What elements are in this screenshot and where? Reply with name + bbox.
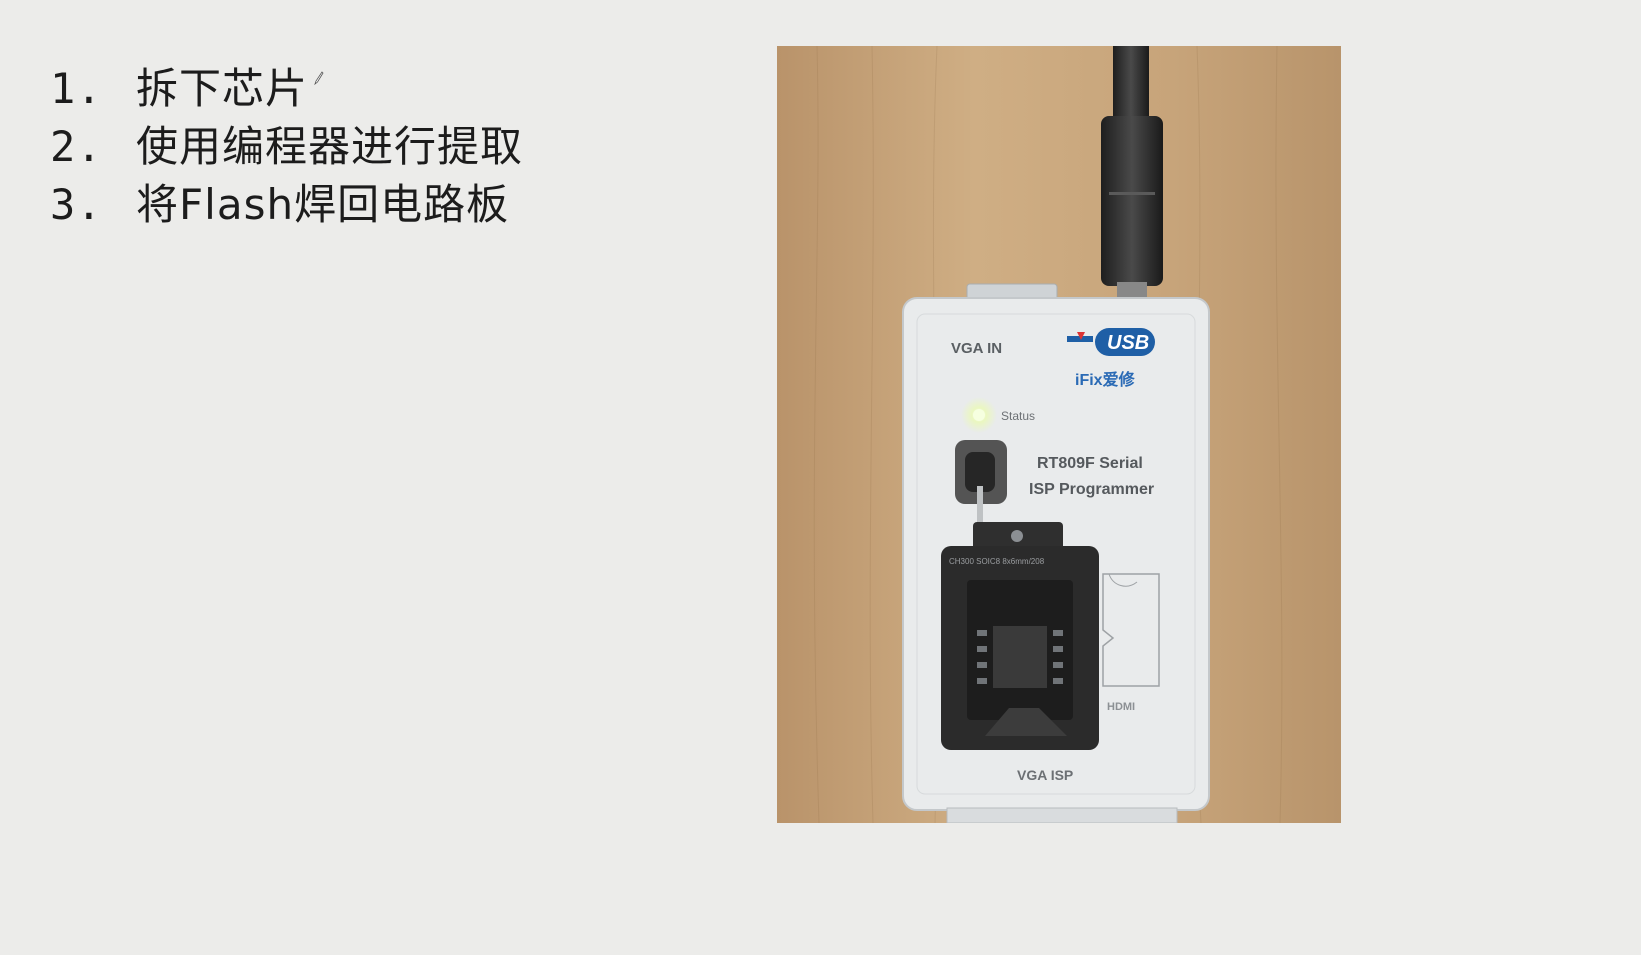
- vga-isp-label: VGA ISP: [1017, 767, 1073, 783]
- step-number: 3.: [50, 180, 103, 229]
- step-list: 1. 拆下芯片 2. 使用编程器进行提取 3. 将Flash焊回电路板: [50, 55, 523, 229]
- usb-logo-text: USB: [1107, 332, 1149, 354]
- step-item-1: 1. 拆下芯片: [50, 55, 523, 113]
- step-text: 将Flash焊回电路板: [136, 180, 510, 229]
- usb-cable: [1113, 46, 1149, 126]
- model-line-2: ISP Programmer: [1029, 481, 1154, 498]
- vga-isp-connector: [946, 807, 1178, 823]
- step-text: 使用编程器进行提取: [136, 122, 524, 171]
- step-text: 拆下芯片: [136, 64, 309, 113]
- socket-lever: [977, 486, 983, 532]
- model-line-1: RT809F Serial: [1037, 455, 1143, 472]
- vga-in-label: VGA IN: [951, 340, 1002, 357]
- step-number: 2.: [50, 122, 103, 171]
- pen-cursor-icon: [314, 46, 324, 86]
- status-label: Status: [1001, 409, 1035, 423]
- step-item-2: 2. 使用编程器进行提取: [50, 113, 523, 171]
- socket-label: CH300 SOIC8 8x6mm/208: [949, 557, 1045, 566]
- brand-label: iFix爱修: [1075, 370, 1136, 389]
- hdmi-connector: [1102, 573, 1160, 687]
- programmer-photo: VGA IN USB iFix爱修 Status RT809F Serial I…: [777, 46, 1341, 823]
- hdmi-label: HDMI: [1107, 701, 1135, 713]
- step-item-3: 3. 将Flash焊回电路板: [50, 171, 523, 229]
- usb-logo-icon: [1067, 328, 1155, 356]
- step-number: 1.: [50, 64, 103, 113]
- status-led: [973, 409, 985, 421]
- usb-plug: [1101, 116, 1163, 286]
